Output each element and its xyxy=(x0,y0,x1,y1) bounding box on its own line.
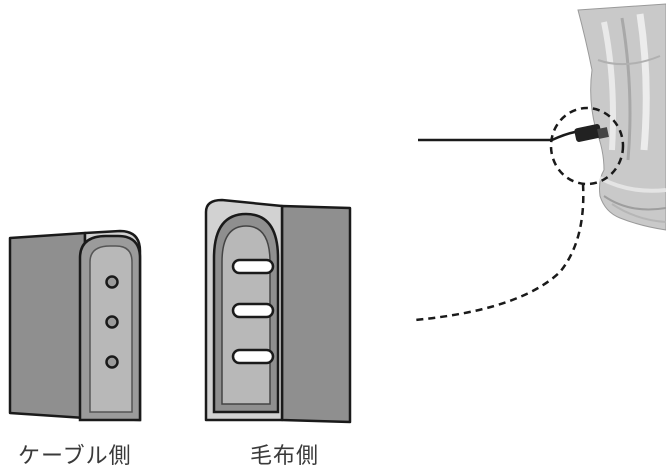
cable-connector-icon xyxy=(8,229,142,422)
cable-side-label: ケーブル側 xyxy=(18,444,132,469)
zoom-callout-icon xyxy=(414,106,625,322)
plug-cable-icon xyxy=(418,124,609,142)
socket-slot xyxy=(231,302,275,319)
pin-hole xyxy=(105,315,119,329)
socket-slot xyxy=(231,258,275,275)
socket-slot xyxy=(231,348,275,365)
blanket-fabric-icon xyxy=(577,3,666,231)
blanket-side-label: 毛布側 xyxy=(250,444,320,469)
pin-hole xyxy=(105,275,119,289)
blanket-socket-icon xyxy=(204,198,352,424)
pin-hole xyxy=(105,355,119,369)
